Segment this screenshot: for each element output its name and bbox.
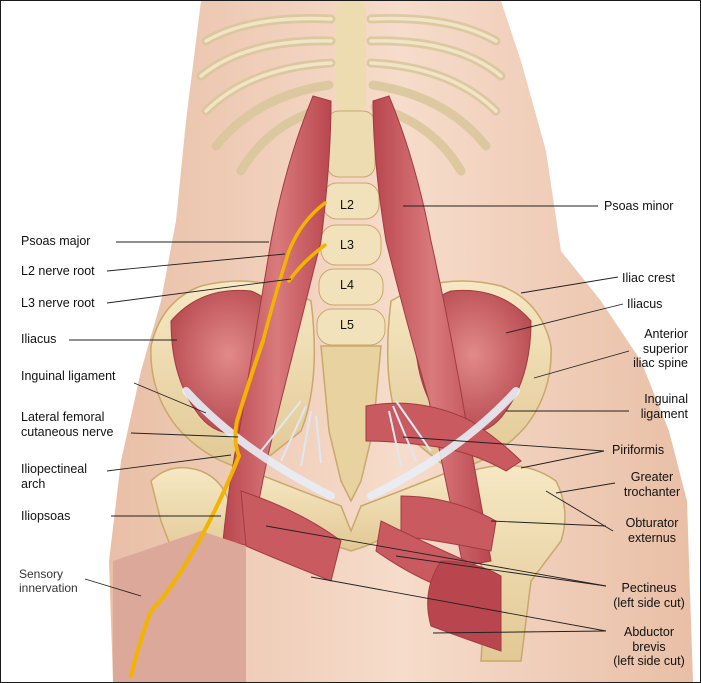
label-lateral-femoral-cutaneous-nerve: Lateral femoral cutaneous nerve [21,410,113,439]
label-iliac-crest: Iliac crest [622,271,675,285]
label-asis-line3: iliac spine [633,356,688,370]
vertebra-l2-label: L2 [340,198,354,212]
inguinal-ligaments [182,387,520,500]
label-inguinal-left-line1: Inguinal [644,392,688,406]
ligament-fans [260,400,432,467]
label-pectineus: Pectineus (left side cut) [601,581,697,610]
label-greater-trochanter-line2: trochanter [623,484,681,499]
label-asis-line2: superior [642,341,688,356]
label-lateral-femoral-line2: cutaneous nerve [21,424,114,439]
label-iliopsoas: Iliopsoas [21,509,71,523]
label-obturator-line2: externus [628,530,676,545]
label-greater-trochanter: Greater trochanter [615,470,689,499]
lumbar-spine [316,110,386,346]
label-greater-trochanter-line1: Greater [630,470,674,484]
label-iliopectineal-line1: Iliopectineal [21,462,88,476]
vertebra-l3-label: L3 [340,238,354,252]
label-l2-nerve-root: L2 nerve root [21,264,95,278]
label-sensory-innervation: Sensory innervation [19,567,78,595]
label-obturator-line1: Obturator [625,516,679,530]
l3-nerve-root [287,243,327,283]
obturator-muscle [400,495,497,552]
label-pectineus-line1: Pectineus [621,581,677,595]
label-inguinal-ligament-left: Inguinal ligament [641,392,688,421]
label-abductor-line1: Abductor [623,625,675,639]
label-inguinal-ligament-right: Inguinal ligament [21,369,116,383]
l2-nerve-root [261,201,327,343]
piriformis-muscle [365,402,522,472]
label-lateral-femoral-line1: Lateral femoral [21,410,105,424]
label-abductor-line3: (left side cut) [613,654,685,668]
label-abductor-brevis: Abductor brevis (left side cut) [601,625,697,669]
lateral-femoral-cutaneous-nerve [129,339,265,678]
rib-highlights [199,16,503,113]
label-psoas-major: Psoas major [21,234,91,248]
label-iliacus-left: Iliacus [627,297,663,311]
sacrum [320,345,382,503]
label-anterior-superior-iliac-spine: Anterior superior iliac spine [633,327,688,371]
abductor-brevis-muscle [427,560,502,652]
label-psoas-minor: Psoas minor [604,199,674,213]
right-thigh-muscles [240,490,342,582]
label-iliacus-right: Iliacus [21,332,57,346]
label-abductor-line2: brevis [632,639,666,654]
label-asis-line1: Anterior [644,327,688,341]
label-iliopectineal-arch: Iliopectineal arch [21,462,87,491]
label-piriformis: Piriformis [612,443,665,457]
label-sensory-line2: innervation [19,581,78,595]
label-iliopectineal-line2: arch [21,476,46,491]
leader-lines [69,205,630,634]
vertebra-l5-label: L5 [340,318,354,332]
label-sensory-line1: Sensory [19,567,64,581]
label-obturator-externus: Obturator externus [615,516,689,545]
sternum [336,1,366,111]
label-l3-nerve-root: L3 nerve root [21,296,95,310]
vertebra-l4-label: L4 [340,278,354,292]
label-inguinal-left-line2: ligament [640,406,688,421]
right-cut-thigh [113,531,246,682]
label-pectineus-line2: (left side cut) [613,595,685,610]
